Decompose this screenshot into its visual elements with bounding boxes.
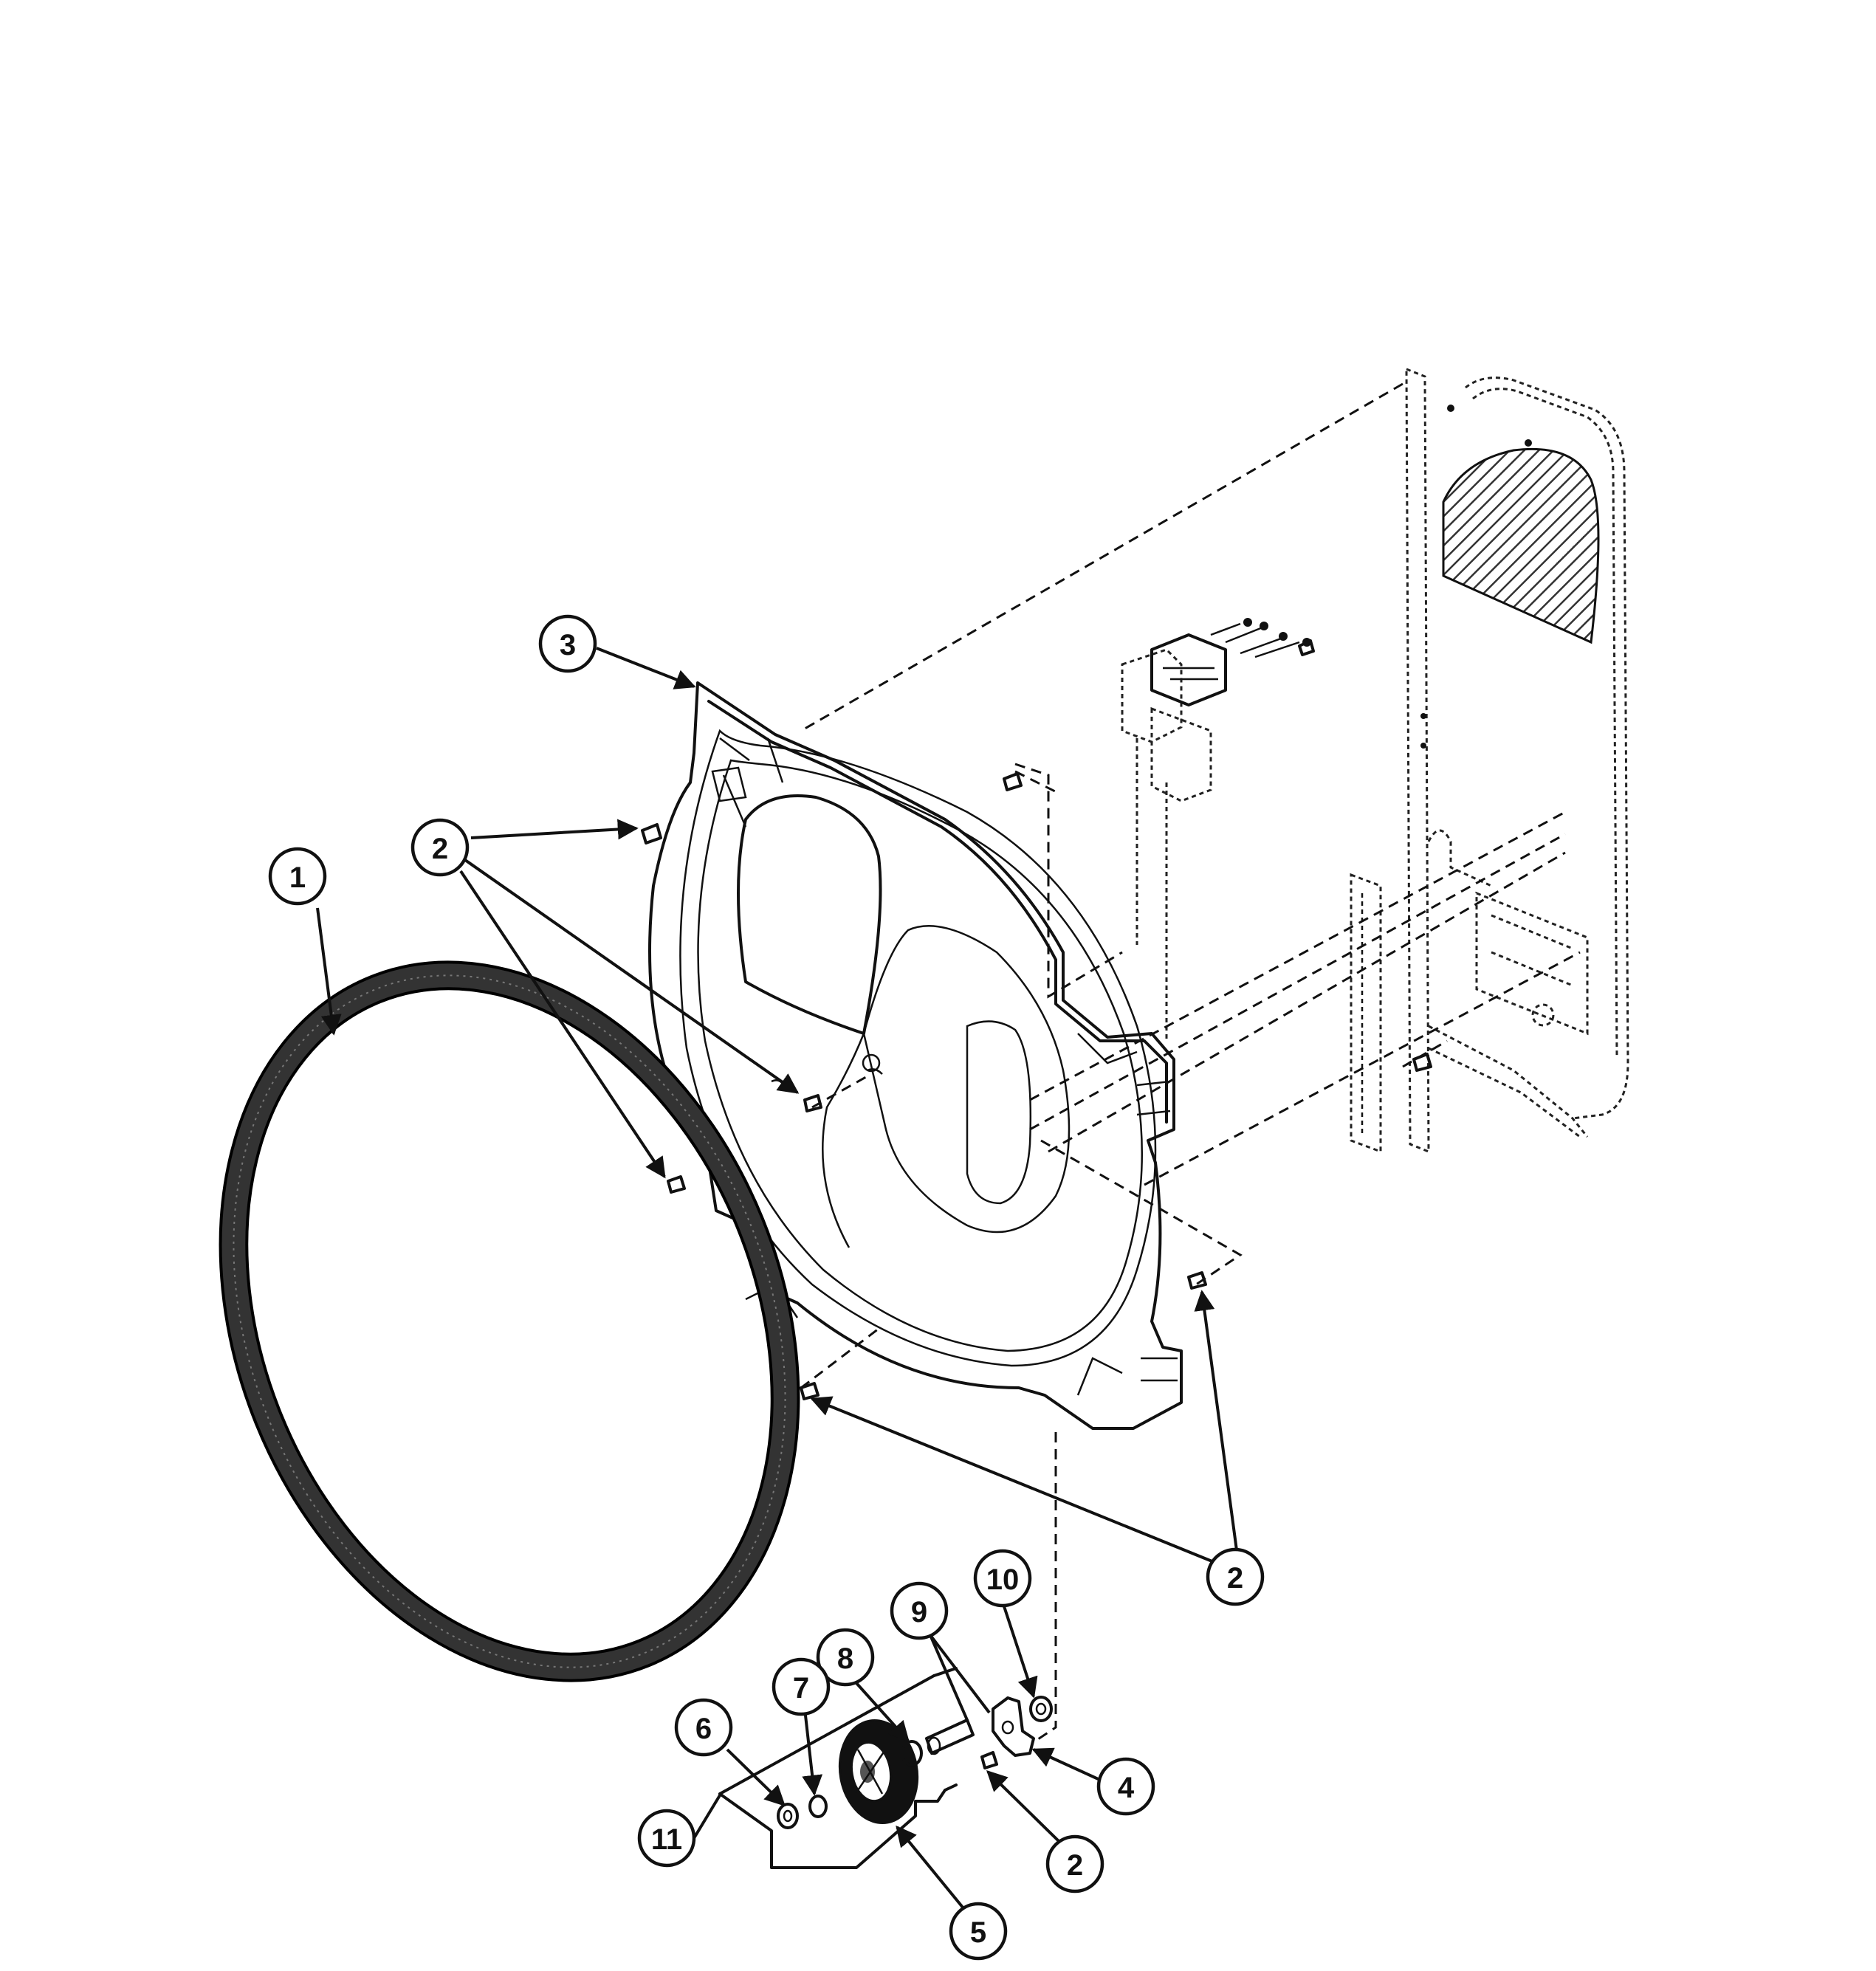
- callout-number: 8: [837, 1642, 853, 1675]
- callout-2-upper: 2: [410, 818, 470, 877]
- callout-7: 7: [772, 1657, 831, 1716]
- callout-number: 7: [793, 1672, 809, 1705]
- callout-2-roller: 2: [1045, 1834, 1104, 1893]
- door-seal-gasket: [219, 960, 800, 1682]
- callout-10: 10: [973, 1549, 1032, 1608]
- callout-number: 5: [970, 1916, 986, 1949]
- callout-number: 11: [651, 1823, 682, 1856]
- callout-8: 8: [816, 1628, 875, 1687]
- terminal-block: [1121, 618, 1311, 1041]
- assembly-lines: [800, 382, 1581, 1744]
- callout-number: 2: [1227, 1562, 1243, 1595]
- callout-6: 6: [674, 1698, 733, 1757]
- callout-number: 10: [986, 1564, 1020, 1596]
- callout-number: 6: [695, 1713, 712, 1745]
- callout-5: 5: [949, 1902, 1008, 1961]
- callout-number: 2: [432, 833, 448, 865]
- callout-2-lower: 2: [1206, 1547, 1265, 1606]
- rear-bulkhead: [1405, 367, 1629, 1154]
- leader-lines: [316, 647, 1238, 1910]
- callout-1: 1: [268, 847, 327, 906]
- callout-number: 2: [1067, 1849, 1083, 1882]
- callout-number: 9: [911, 1596, 927, 1628]
- callout-3: 3: [538, 614, 597, 673]
- callout-9: 9: [890, 1581, 949, 1640]
- screw-icon: [641, 639, 1432, 1400]
- callout-number: 1: [289, 861, 306, 894]
- screw-icon: [1210, 618, 1311, 658]
- roller-assembly: [718, 1667, 1053, 1869]
- callout-11: 11: [637, 1809, 696, 1868]
- callout-number: 4: [1118, 1772, 1135, 1804]
- callout-number: 3: [560, 629, 576, 661]
- callout-4: 4: [1096, 1757, 1155, 1816]
- front-bulkhead: [648, 681, 1183, 1430]
- side-bracket: [1350, 873, 1382, 1154]
